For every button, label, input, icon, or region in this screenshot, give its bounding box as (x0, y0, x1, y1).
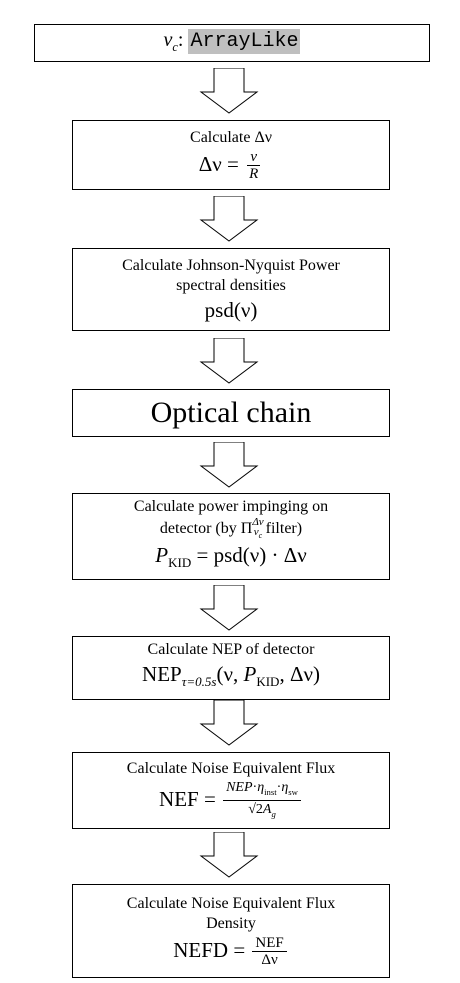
step-psd: Calculate Johnson-Nyquist Power spectral… (72, 248, 390, 331)
step-formula: Δν = ν R (199, 149, 264, 183)
step-formula: psd(ν) (205, 297, 258, 323)
step-caption-line2: Density (206, 914, 256, 932)
fraction: ν R (246, 149, 261, 183)
step-nef: Calculate Noise Equivalent Flux NEF = NE… (72, 752, 390, 829)
input-box: νc: ArrayLike (34, 24, 430, 62)
frac-num: ν (250, 148, 257, 165)
input-var-sub: c (172, 40, 178, 54)
step-caption-line2: spectral densities (176, 277, 286, 294)
step-caption: Calculate NEP of detector (147, 641, 315, 659)
frac-den: Δν (261, 951, 278, 968)
frac-den: R (249, 165, 259, 182)
num-dot: · (252, 779, 258, 795)
step-caption-line1: Calculate Noise Equivalent Flux (126, 894, 336, 912)
arrow-down-icon (199, 585, 259, 631)
pi-sub: ν (253, 525, 259, 538)
input-type: ArrayLike (188, 29, 301, 54)
num-eta: η (257, 779, 265, 795)
input-label: νc: ArrayLike (164, 27, 301, 60)
step-formula: NEF = NEP·ηinst·ηsw √2Ag (159, 780, 303, 823)
formula-p-sub: KID (256, 674, 280, 690)
formula-lhs: Δν = (198, 151, 245, 176)
den-a-sub: g (271, 808, 276, 819)
arrow-down-icon (199, 832, 259, 878)
formula-args-b: , Δν) (279, 662, 320, 687)
step-optical-chain: Optical chain (72, 389, 390, 437)
num-nep: NEP (226, 779, 253, 795)
step-title: Optical chain (150, 396, 312, 429)
step-caption: Calculate Noise Equivalent Flux (126, 759, 336, 777)
pi-sup: Δν (252, 515, 264, 528)
num-eta: η (281, 779, 289, 795)
formula-args-a: (ν, (216, 662, 244, 687)
formula-nep: NEP (142, 662, 182, 687)
formula-text: psd(ν) (204, 298, 258, 322)
step-nefd: Calculate Noise Equivalent Flux Density … (72, 884, 390, 978)
step-nep: Calculate NEP of detector NEPτ=0.5s(ν, P… (72, 636, 390, 700)
den-sqrt: √2 (248, 801, 263, 817)
formula-lhs: NEF = (159, 786, 222, 811)
arrow-down-icon (199, 338, 259, 384)
step-formula: NEPτ=0.5s(ν, PKID, Δν) (142, 661, 320, 695)
caption-prefix: detector (by Π (159, 519, 253, 537)
num-eta-sub: inst (264, 786, 277, 797)
input-var: ν (163, 29, 173, 51)
formula-nep-sub: τ=0.5s (181, 674, 217, 690)
arrow-down-icon (199, 700, 259, 746)
step-power-impinging: Calculate power impinging on detector (b… (72, 493, 390, 580)
step-formula: PKID = psd(ν) · Δν (155, 542, 306, 576)
den-a: A (262, 801, 272, 817)
formula-p: P (155, 543, 169, 567)
formula-p-sub: KID (168, 555, 192, 571)
caption-suffix: filter) (265, 519, 303, 537)
arrow-down-icon (199, 68, 259, 114)
fraction: NEF Δν (252, 934, 287, 969)
num-dot: · (276, 779, 282, 795)
pi-subsub: c (258, 531, 263, 540)
arrow-down-icon (199, 442, 259, 488)
step-caption-line1: Calculate Johnson-Nyquist Power (122, 257, 340, 274)
arrow-down-icon (199, 196, 259, 242)
frac-num: NEF (255, 934, 284, 951)
step-formula: NEFD = NEF Δν (173, 935, 289, 969)
step-caption: Calculate Δν (190, 128, 272, 146)
formula-rhs: = psd(ν) · Δν (191, 543, 307, 567)
input-colon: : (177, 29, 184, 51)
formula-lhs: NEFD = (173, 937, 251, 962)
fraction: NEP·ηinst·ηsw √2Ag (223, 780, 301, 823)
step-caption-line1: Calculate power impinging on (133, 497, 329, 515)
formula-p: P (243, 662, 257, 687)
num-eta-sub: sw (288, 786, 298, 797)
step-delta-nu: Calculate Δν Δν = ν R (72, 120, 390, 190)
